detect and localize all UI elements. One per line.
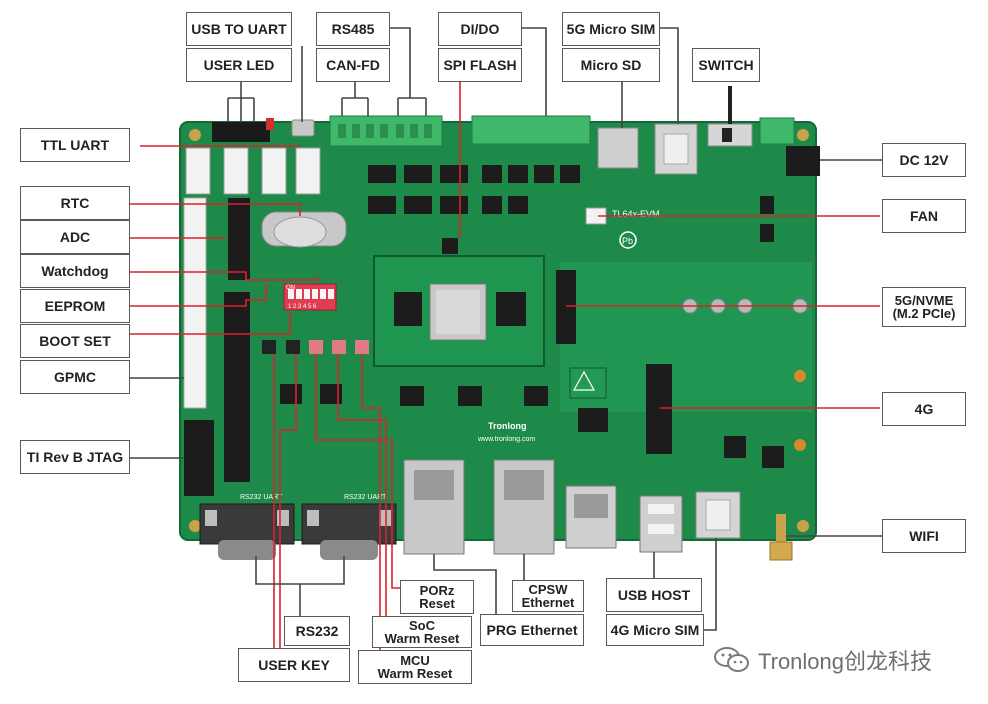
label-spi-flash: SPI FLASH (438, 48, 522, 82)
db9-connector-right (301, 503, 397, 560)
label-soc-warm-reset: SoC Warm Reset (372, 616, 472, 648)
mount-hole (797, 129, 809, 141)
label-usb-host: USB HOST (606, 578, 702, 612)
label-5g-micro-sim: 5G Micro SIM (562, 12, 660, 46)
wechat-icon (712, 645, 752, 675)
label-dc-12v: DC 12V (882, 143, 966, 177)
label-switch: SWITCH (692, 48, 760, 82)
ttl-uart-connector (295, 147, 321, 195)
expansion-header (224, 292, 250, 482)
model-silk: TL64x-EVM (612, 209, 660, 219)
dc-jack (786, 146, 820, 176)
label-prg-ethernet: PRG Ethernet (480, 614, 584, 646)
label-eeprom: EEPROM (20, 289, 130, 323)
micro-sd-slot (597, 127, 639, 169)
label-porz-reset: PORz Reset (400, 580, 474, 614)
jtag-header (184, 420, 214, 496)
sim-4g-slot (695, 491, 741, 539)
db9-connector-left (199, 503, 295, 560)
neutral-lines (130, 27, 882, 631)
port-rs232-silk: RS232 UART (344, 494, 387, 501)
watermark: Tronlong创龙科技 (712, 645, 932, 675)
ttl-uart-connector (185, 147, 211, 195)
label-mcu-warm-reset: MCU Warm Reset (358, 650, 472, 684)
gpmc-header (183, 197, 207, 409)
dip-number-silk: 1 2 3 4 5 6 (288, 304, 317, 310)
label-watchdog: Watchdog (20, 254, 130, 288)
mount-hole (189, 129, 201, 141)
label-adc: ADC (20, 220, 130, 254)
watermark-text: Tronlong创龙科技 (758, 649, 933, 674)
ttl-uart-connector (261, 147, 287, 195)
label-4g-micro-sim: 4G Micro SIM (606, 614, 704, 646)
label-can-fd: CAN-FD (316, 48, 390, 82)
m2-nvme-slot (556, 270, 576, 344)
label-ti-rev-b-jtag: TI Rev B JTAG (20, 440, 130, 474)
label-usb-to-uart: USB TO UART (186, 12, 292, 46)
label-wifi: WIFI (882, 519, 966, 553)
label-rs485: RS485 (316, 12, 390, 46)
usb-host-port (639, 495, 683, 553)
rs232-uart-silk: RS232 UART (240, 494, 283, 501)
dip-on-silk: ON (286, 285, 295, 291)
label-di-do: DI/DO (438, 12, 522, 46)
label-rtc: RTC (20, 186, 130, 220)
svg-text:Pb: Pb (622, 236, 633, 246)
label-4g: 4G (882, 392, 966, 426)
label-rs232: RS232 (284, 616, 350, 646)
mount-hole (189, 520, 201, 532)
label-fan: FAN (882, 199, 966, 233)
label-ttl-uart: TTL UART (20, 128, 130, 162)
di-do-terminal (471, 115, 591, 145)
wifi-antenna-connector (769, 514, 793, 561)
label-micro-sd: Micro SD (562, 48, 660, 82)
label-cpsw-ethernet: CPSW Ethernet (512, 580, 584, 612)
label-5g-nvme: 5G/NVME (M.2 PCIe) (882, 287, 966, 327)
rj45-prg-ethernet (403, 459, 465, 555)
label-boot-set: BOOT SET (20, 324, 130, 358)
rj45-extra (565, 485, 617, 549)
label-user-led: USER LED (186, 48, 292, 82)
mount-hole (797, 520, 809, 532)
ttl-uart-connector (223, 147, 249, 195)
callout-lines (112, 80, 880, 655)
m2-4g-slot (646, 364, 672, 454)
spi-flash-chip (442, 238, 458, 254)
rj45-cpsw-ethernet (493, 459, 555, 555)
adc-header (228, 198, 250, 280)
label-user-key: USER KEY (238, 648, 350, 682)
micro-usb-port (291, 119, 315, 137)
label-gpmc: GPMC (20, 360, 130, 394)
user-led-header (212, 122, 270, 142)
brand-silk: Tronlong (488, 421, 527, 431)
url-silk: www.tronlong.com (477, 436, 535, 443)
